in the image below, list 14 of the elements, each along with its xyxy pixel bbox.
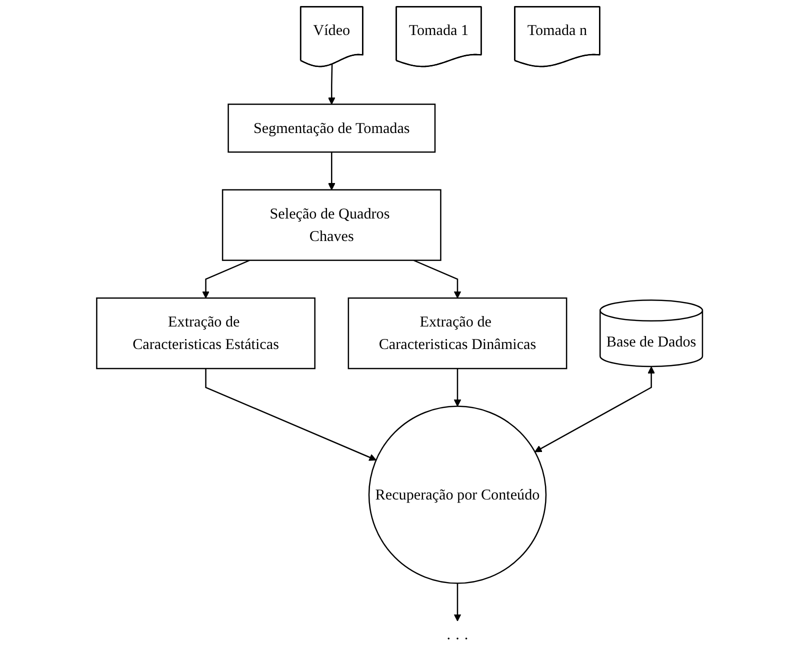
arrow <box>205 368 376 461</box>
arrow <box>413 260 462 298</box>
arrow <box>534 366 655 452</box>
arrow <box>454 583 462 622</box>
arrow <box>328 64 336 105</box>
arrow <box>202 260 250 298</box>
node-box: Segmentação de Tomadas <box>228 104 436 153</box>
node-box: Seleção de Quadros Chaves <box>222 189 442 261</box>
node-box: Extração de Caracteristicas Dinâmicas <box>348 297 568 370</box>
node-box: Extração de Caracteristicas Estáticas <box>96 297 316 370</box>
node-circle: Recuperação por Conteúdo <box>368 406 547 584</box>
arrow <box>328 152 336 190</box>
arrow <box>454 368 462 407</box>
node-text: · · · <box>446 630 469 647</box>
